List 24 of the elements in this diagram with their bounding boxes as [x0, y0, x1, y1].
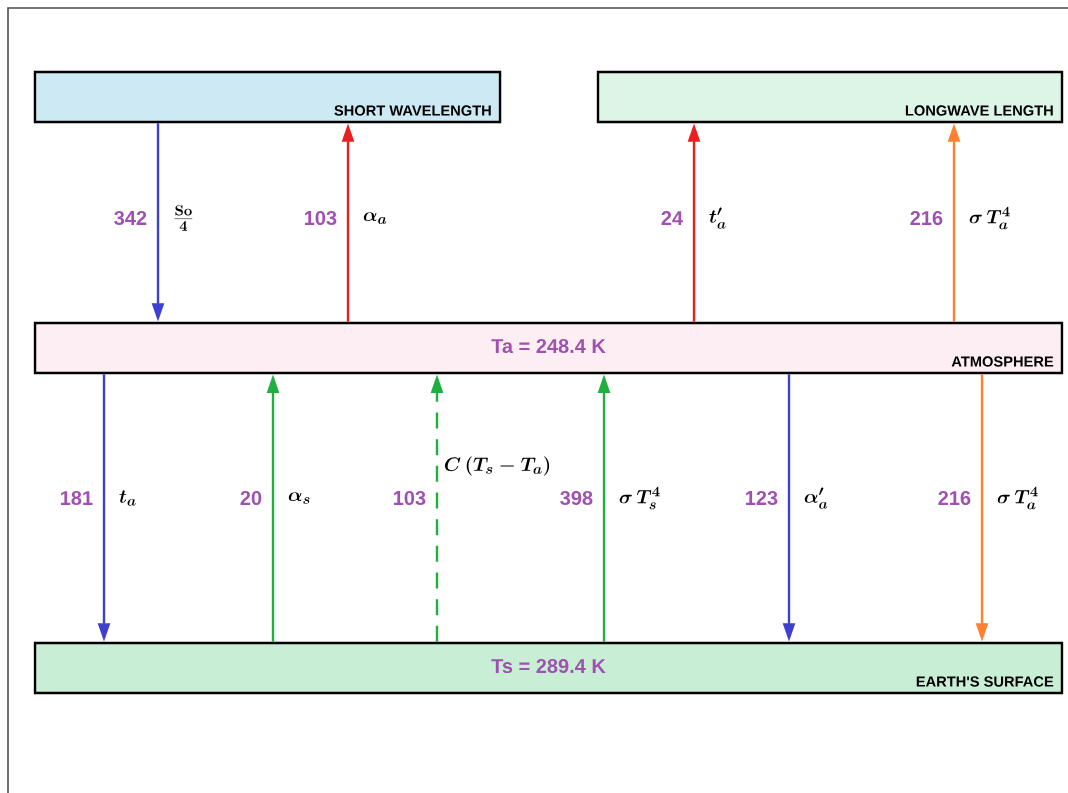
flux-formula: $\alpha'_{a}$	[804, 487, 828, 509]
flux-formula: $\sigma\, T_{s}^{4}$	[619, 486, 660, 510]
flux-formula: $t_{a}$	[119, 490, 136, 506]
edge-label: 216	[938, 490, 971, 506]
atmosphere-band: Ta = 248.4 K ATMOSPHERE	[33, 321, 1064, 375]
flux-formula: $\alpha_{s}$	[288, 492, 310, 504]
edge-label: 103	[393, 490, 426, 506]
surface-band: Ts = 289.4 K EARTH'S SURFACE	[33, 641, 1064, 695]
short-wave-box: SHORT WAVELENGTH	[33, 70, 502, 124]
longwave-box: LONGWAVE LENGTH	[596, 70, 1064, 124]
flux-formula: $\alpha_{a}$	[363, 212, 387, 224]
flux-formula: $\sigma\, T_{a}^{4}$	[997, 486, 1038, 510]
edge-label: 103	[304, 210, 337, 226]
edge-label: 342	[114, 210, 147, 226]
edge-label: 123	[745, 490, 778, 506]
edge-label: 181	[60, 490, 93, 506]
edge-label: 216	[910, 210, 943, 226]
flux-formula: $C\,(T_{s} - T_{a})$	[445, 456, 550, 476]
edge-label: 20	[240, 490, 262, 506]
flux-formula: $\sigma\, T_{a}^{4}$	[969, 206, 1010, 230]
flux-formula: $\frac{\mathbf{So}}{\mathbf{4}}$	[174, 205, 193, 231]
edge-label: 24	[661, 211, 683, 225]
flux-formula: $t'_{a}$	[709, 207, 726, 229]
edge-label: 398	[560, 490, 593, 506]
